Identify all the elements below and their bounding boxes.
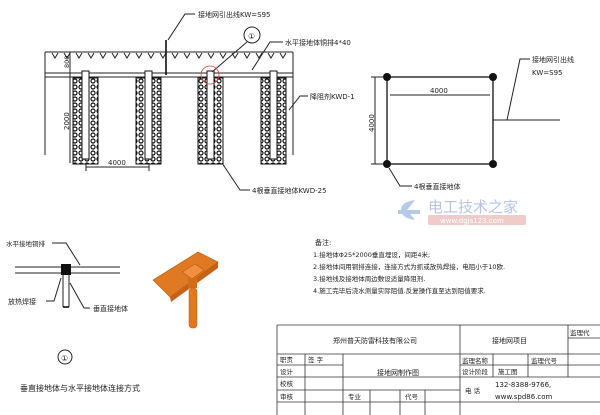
plan-rods-label: 4根垂直接地体 bbox=[414, 182, 460, 191]
hatch-mark bbox=[195, 52, 203, 59]
hatch-mark bbox=[87, 52, 95, 59]
hatch-mark bbox=[51, 52, 59, 59]
hatch-mark bbox=[75, 52, 83, 59]
hatch-mark bbox=[231, 52, 239, 59]
detail-rod-label: 垂直接地体 bbox=[93, 304, 128, 313]
phone: 132-8388-9766, bbox=[495, 381, 551, 389]
hatch-mark bbox=[183, 52, 191, 59]
vertical-rod bbox=[135, 70, 162, 165]
phone-label: 电 话 bbox=[465, 386, 481, 395]
project-code-short: 监理代 bbox=[570, 328, 590, 337]
hatch-mark bbox=[219, 52, 227, 59]
note-item: 4.施工完毕后浇水测量实际阻值.反复操作直至达到阻值要求. bbox=[313, 286, 486, 295]
vertical-rod bbox=[197, 70, 224, 165]
detail-marker: ① bbox=[248, 32, 255, 41]
design-stage-label: 设计阶段 bbox=[462, 367, 489, 376]
section-view: 接地网引出线KW=S95 ① 水平接地体铜排4*40 降阻剂KWD-1 800 … bbox=[44, 10, 355, 195]
watermark-url: www.dgjs123.com bbox=[440, 217, 504, 225]
hatch-mark bbox=[171, 52, 179, 59]
hatch-mark bbox=[255, 52, 263, 59]
detail-highlight bbox=[200, 65, 220, 85]
watermark-logo: 电工技术之家 www.dgjs123.com bbox=[398, 198, 526, 225]
watermark-name: 电工技术之家 bbox=[428, 198, 518, 216]
review-label: 审核 bbox=[280, 392, 294, 401]
vertical-rod bbox=[260, 70, 287, 165]
hatch-mark bbox=[135, 52, 143, 59]
depth-top-dim: 800 bbox=[63, 56, 71, 68]
lead-label: 接地网引出线KW=S95 bbox=[198, 10, 270, 19]
website: www.spd86.com bbox=[495, 393, 553, 401]
check-label: 校核 bbox=[280, 379, 294, 388]
hatch-mark bbox=[279, 52, 287, 59]
hatch-mark bbox=[123, 52, 131, 59]
code-label: 代号 bbox=[405, 392, 419, 401]
hatch-mark bbox=[207, 52, 215, 59]
plan-lead-label-1: 接地网引出线 bbox=[532, 55, 574, 64]
note-item: 2.接地体间用铜排连接，连接方式为抓或放热焊接，电阻小于10欧. bbox=[313, 262, 505, 271]
spacing-dim: 4000 bbox=[108, 159, 126, 167]
connection-detail: 水平接地铜排 放热焊接 垂直接地体 ① 垂直接地体与水平接地体连接方式 bbox=[6, 239, 219, 393]
detail-marker: ① bbox=[61, 354, 68, 363]
weld-label: 放热焊接 bbox=[8, 297, 36, 306]
plan-lead-label-2: KW=S95 bbox=[532, 69, 562, 77]
rods-label: 4根垂直接地体KWD-25 bbox=[252, 186, 327, 195]
copper-connector-illustration bbox=[152, 251, 219, 329]
role-label: 职责 bbox=[280, 355, 294, 364]
hatch-mark bbox=[267, 52, 275, 59]
project-code-label: 监理代号 bbox=[531, 356, 558, 365]
vertical-rods bbox=[72, 70, 287, 165]
detail-horizontal-label: 水平接地铜排 bbox=[6, 239, 46, 248]
title-block: 郑州普天防雷科技有限公司 接地网项目 监理代 职责 签 字 设计 校核 审核 接… bbox=[276, 324, 600, 415]
drawing-name: 接地网制作图 bbox=[377, 368, 419, 377]
sign-label: 签 字 bbox=[308, 355, 324, 364]
project-title: 接地网项目 bbox=[492, 336, 527, 345]
project-name-label: 监理名称 bbox=[462, 356, 489, 365]
design-label: 设计 bbox=[280, 367, 294, 376]
company-name: 郑州普天防雷科技有限公司 bbox=[333, 336, 417, 345]
ground-hatch bbox=[51, 52, 287, 59]
hatch-mark bbox=[243, 52, 251, 59]
depth-rod-dim: 2000 bbox=[63, 112, 71, 130]
reducer-label: 降阻剂KWD-1 bbox=[310, 92, 355, 101]
horizontal-label: 水平接地体铜排4*40 bbox=[285, 38, 351, 47]
weld-block bbox=[61, 264, 71, 275]
hatch-mark bbox=[147, 52, 155, 59]
plan-view: 4000 4000 接地网引出线 KW=S95 4根垂直接地体 bbox=[368, 55, 574, 191]
hatch-mark bbox=[111, 52, 119, 59]
design-stage: 施工图 bbox=[498, 367, 518, 376]
hatch-mark bbox=[99, 52, 107, 59]
plan-width-dim: 4000 bbox=[430, 87, 448, 95]
notes: 备注: 1.接地体Φ25*2000垂直埋设，间距4米; 2.接地体间用铜排连接，… bbox=[313, 238, 505, 295]
specialty-label: 专业 bbox=[348, 392, 362, 401]
hatch-mark bbox=[63, 52, 71, 59]
detail-marker-circle bbox=[243, 26, 261, 44]
note-item: 3.接地线及接地体周边敷设适量降阻剂. bbox=[313, 274, 425, 283]
note-item: 1.接地体Φ25*2000垂直埋设，间距4米; bbox=[313, 250, 430, 259]
notes-title: 备注: bbox=[315, 238, 331, 247]
plan-height-dim: 4000 bbox=[368, 114, 376, 132]
detail-caption: 垂直接地体与水平接地体连接方式 bbox=[20, 383, 140, 393]
hatch-mark bbox=[159, 52, 167, 59]
vertical-rod bbox=[72, 70, 99, 165]
